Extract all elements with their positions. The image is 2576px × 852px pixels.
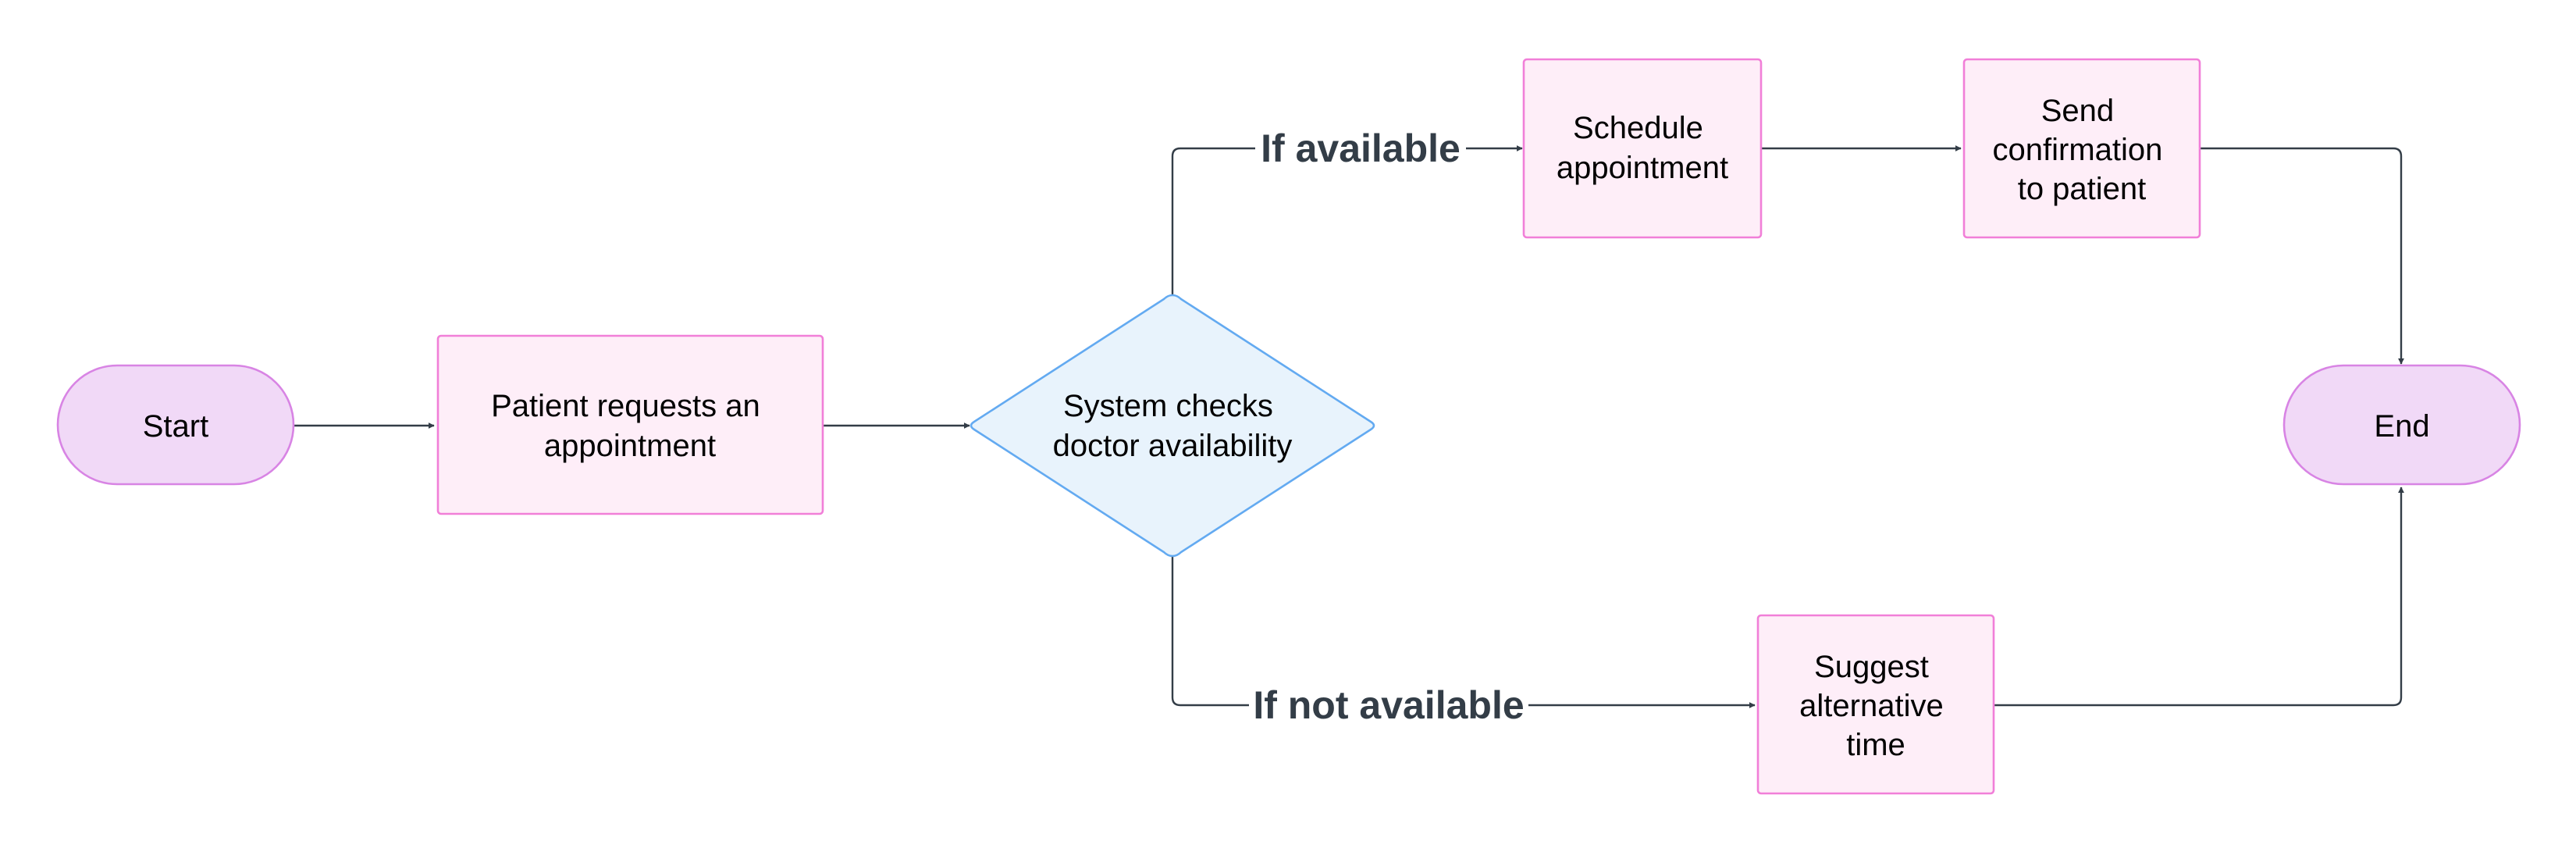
node-confirm: Send confirmation to patient [1962,58,2201,239]
node-request: Patient requests an appointment [436,334,824,515]
node-request-label: Patient requests an appointment [491,389,769,463]
edge-check-to-schedule [1171,145,1523,295]
node-end: End [2282,364,2521,486]
edges [294,145,2404,708]
node-schedule-label: Schedule appointment [1557,111,1728,185]
node-check: System checks doctor availability [970,294,1375,558]
node-confirm-label: Send confirmation to patient [1993,94,2172,206]
node-check-label: System checks doctor availability [1053,389,1293,463]
edge-label-available: If available [1255,125,1466,173]
node-start: Start [56,364,295,486]
edge-confirm-to-end [2200,147,2404,365]
edge-check-to-suggest [1171,556,1756,708]
node-end-label: End [2374,409,2429,444]
edge-label-not-available: If not available [1249,682,1528,730]
edge-suggest-to-end [1994,487,2404,707]
edge-label-available-text: If available [1261,127,1461,170]
node-suggest: Suggest alternative time [1756,614,1995,795]
node-start-label: Start [143,409,208,444]
edge-label-not-available-text: If not available [1253,683,1524,727]
node-schedule: Schedule appointment [1522,58,1763,239]
node-suggest-label: Suggest alternative time [1799,650,1952,762]
